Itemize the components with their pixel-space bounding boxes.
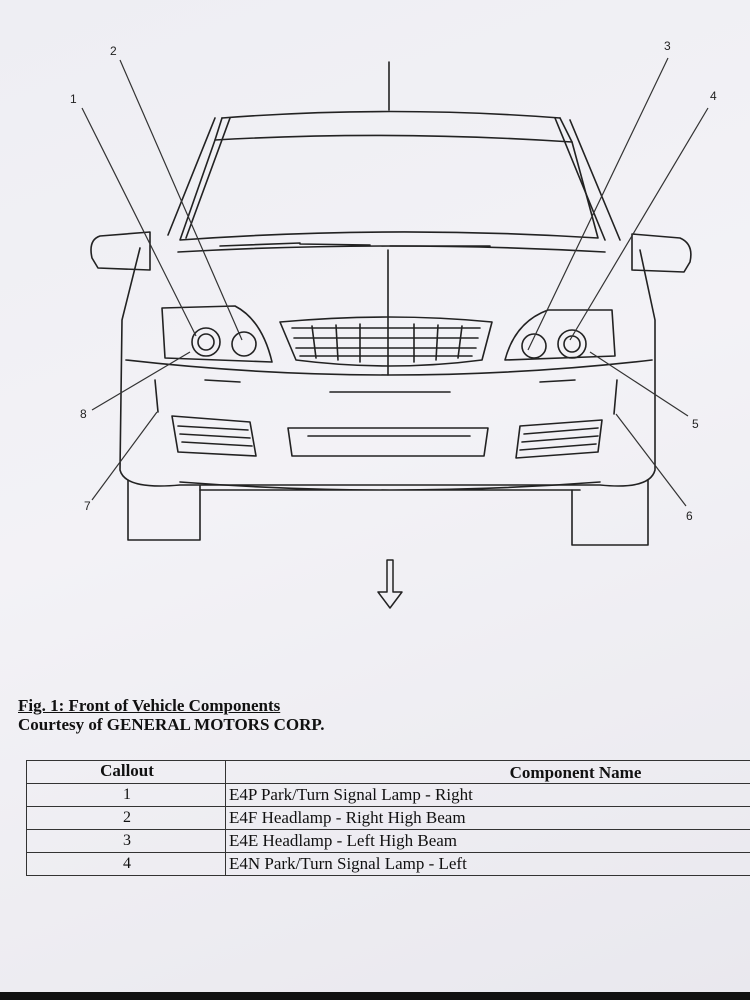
- component-name-cell: E4P Park/Turn Signal Lamp - Right: [225, 783, 750, 807]
- left-tire: [571, 479, 649, 546]
- leader-line-4: [569, 107, 709, 341]
- callout-label-2: 2: [110, 44, 117, 58]
- component-name-cell: E4N Park/Turn Signal Lamp - Left: [225, 852, 750, 876]
- leader-line-6: [615, 413, 687, 507]
- callout-column-header: Callout: [26, 760, 226, 784]
- callout-cell: 3: [26, 829, 226, 853]
- leader-line-2: [119, 59, 243, 341]
- right-fog-vent: [171, 415, 257, 457]
- table-row: 2 E4F Headlamp - Right High Beam: [26, 806, 750, 830]
- component-name-column-header: Component Name: [225, 760, 750, 784]
- body-outline: [119, 247, 656, 487]
- callout-label-3: 3: [664, 39, 671, 53]
- component-name-cell: E4F Headlamp - Right High Beam: [225, 806, 750, 830]
- left-headlamp: [504, 309, 616, 361]
- right-side-marker: [154, 379, 159, 413]
- roof-line: [221, 110, 561, 119]
- table-row: 1 E4P Park/Turn Signal Lamp - Right: [26, 783, 750, 807]
- callout-label-7: 7: [84, 499, 91, 513]
- leader-line-3: [527, 57, 669, 351]
- left-side-marker: [613, 379, 618, 415]
- table-header-row: Callout Component Name: [26, 760, 750, 784]
- callout-label-1: 1: [70, 92, 77, 106]
- screen-bezel: [0, 992, 750, 1000]
- component-table: Callout Component Name 1 E4P Park/Turn S…: [26, 760, 750, 876]
- callout-label-6: 6: [686, 509, 693, 523]
- hood: [177, 245, 606, 253]
- windshield: [179, 134, 599, 241]
- callout-cell: 1: [26, 783, 226, 807]
- leader-line-1: [81, 107, 197, 337]
- left-mirror: [90, 231, 151, 271]
- grille: [279, 316, 493, 367]
- component-name-cell: E4E Headlamp - Left High Beam: [225, 829, 750, 853]
- right-headlamp: [161, 305, 273, 363]
- down-arrow-icon: [377, 559, 403, 609]
- vehicle-front-diagram: 1 2 3 4 5 6 7 8: [70, 39, 717, 609]
- right-mirror: [631, 233, 692, 273]
- callout-label-4: 4: [710, 89, 717, 103]
- left-fog-vent: [515, 419, 603, 459]
- leader-line-5: [589, 351, 689, 417]
- callout-label-5: 5: [692, 417, 699, 431]
- callout-cell: 4: [26, 852, 226, 876]
- table-row: 4 E4N Park/Turn Signal Lamp - Left: [26, 852, 750, 876]
- leader-line-8: [91, 351, 191, 411]
- figure-title: Fig. 1: Front of Vehicle Components: [18, 696, 281, 715]
- front-bumper: [125, 359, 653, 376]
- callout-label-8: 8: [80, 407, 87, 421]
- figure-caption: Fig. 1: Front of Vehicle Components Cour…: [18, 697, 325, 735]
- right-tire: [127, 479, 201, 541]
- callout-cell: 2: [26, 806, 226, 830]
- lower-intake: [287, 427, 489, 457]
- figure-credit: Courtesy of GENERAL MOTORS CORP.: [18, 715, 325, 734]
- table-row: 3 E4E Headlamp - Left High Beam: [26, 829, 750, 853]
- leader-line-7: [91, 411, 158, 501]
